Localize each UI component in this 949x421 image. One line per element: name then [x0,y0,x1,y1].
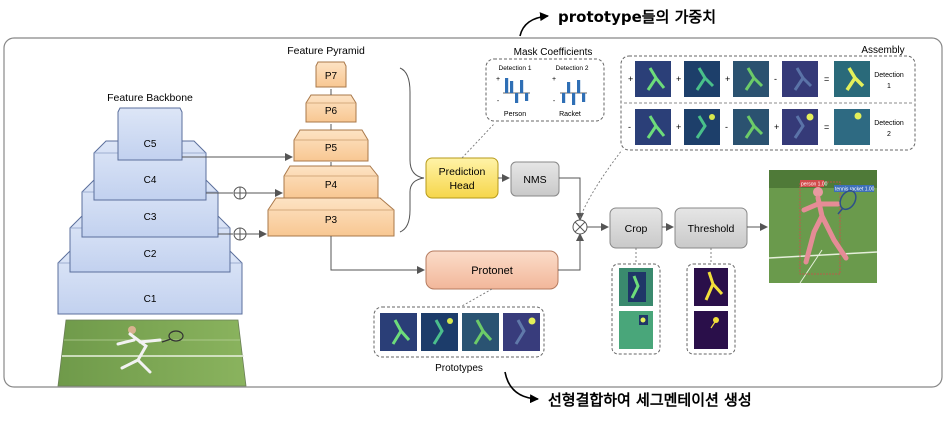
coefficient-detection-2: Detection 2 [556,65,589,72]
assembly-row2-sign-2: - [725,122,728,132]
result-image: person 1.00 tennis racket 1.00 [768,170,878,284]
protonet-label: Protonet [471,265,513,277]
pyramid-layer-p7 [315,61,347,88]
assembly-row1-label-line2: 1 [887,83,891,90]
assembly-row-2: - + - + = Detection 2 [628,109,904,145]
coefficient-bars-1 [505,78,529,103]
coefficient-minus-2: - [553,98,556,105]
assembly-row2-label-line2: 2 [887,131,891,138]
backbone-title: Feature Backbone [107,92,193,104]
result-person-label: person 1.00 [801,182,828,188]
p3-to-protonet-arrow [330,236,425,274]
assembly-row2-label-line1: Detection [874,120,904,127]
assembly-row1-label-line1: Detection [874,72,904,79]
result-person-tag [800,180,824,187]
bottom-annotation: 선형결합하여 세그멘테이션 생성 [548,391,752,409]
result-racket-label: tennis racket 1.00 [835,187,875,193]
coefficient-label-person: Person [504,111,526,118]
coefficient-minus-1: - [497,98,500,105]
pyramid-label-p3: P3 [325,215,338,226]
prototype-masks [380,313,540,351]
prediction-head-label-line2: Head [449,180,474,192]
assembly-row1-sign-2: + [725,74,730,84]
pyramid-label-p7: P7 [325,71,338,82]
coefficient-label-racket: Racket [559,111,581,118]
pyramid-title: Feature Pyramid [287,45,365,57]
pyramid-bracket-lower [399,177,425,233]
backbone-layer-c5 [117,107,183,161]
backbone-label-c2: C2 [144,249,157,260]
assembly-row2-sign-0: - [628,122,631,132]
backbone-label-c1: C1 [144,294,157,305]
result-racket-tag [834,185,874,192]
assembly-row-1: + + + - = Detection 1 [628,61,904,97]
assembly-row1-sign-1: + [676,74,681,84]
coefficient-plus-1: + [496,76,500,83]
coefficient-detection-1: Detection 1 [499,65,532,72]
pyramid-label-p5: P5 [325,143,338,154]
backbone-label-c4: C4 [144,175,157,186]
assembly-row2-sign-1: + [676,122,681,132]
prototypes-label: Prototypes [435,363,483,374]
feature-pyramid: P3 P4 P5 P6 P7 [267,61,395,237]
threshold-label: Threshold [688,223,735,235]
crop-label: Crop [625,223,648,235]
nms-label: NMS [523,174,546,186]
top-annotation: prototype들의 가중치 [558,8,716,26]
coefficient-plus-2: + [552,76,556,83]
protonet-to-prototypes-link [461,288,493,307]
pyramid-label-p4: P4 [325,180,338,191]
assembly-row2-sign-4: = [824,122,829,132]
assembly-row1-sign-4: = [824,74,829,84]
assembly-row1-sign-0: + [628,74,633,84]
prediction-head-label-line1: Prediction [439,166,486,178]
combine-to-assembly-link [579,149,623,219]
feature-backbone: C1 C2 C3 C4 C5 [57,107,243,315]
coefficient-bars-2 [562,80,586,105]
top-annotation-arrow [519,12,549,37]
backbone-label-c5: C5 [144,139,157,150]
pyramid-label-p6: P6 [325,106,338,117]
backbone-label-c3: C3 [144,212,157,223]
threshold-output-racket [694,311,728,349]
pyramid-bracket-upper [399,67,425,179]
input-image [57,319,247,387]
prediction-head-block [425,157,499,199]
assembly-row2-sign-3: + [774,122,779,132]
nms-block [510,161,560,197]
bottom-annotation-arrow [504,371,539,404]
mask-coefficients-panel [485,58,605,122]
mask-coefficients-title: Mask Coefficients [514,47,593,58]
assembly-title: Assembly [861,45,904,56]
assembly-row1-sign-3: - [774,74,777,84]
